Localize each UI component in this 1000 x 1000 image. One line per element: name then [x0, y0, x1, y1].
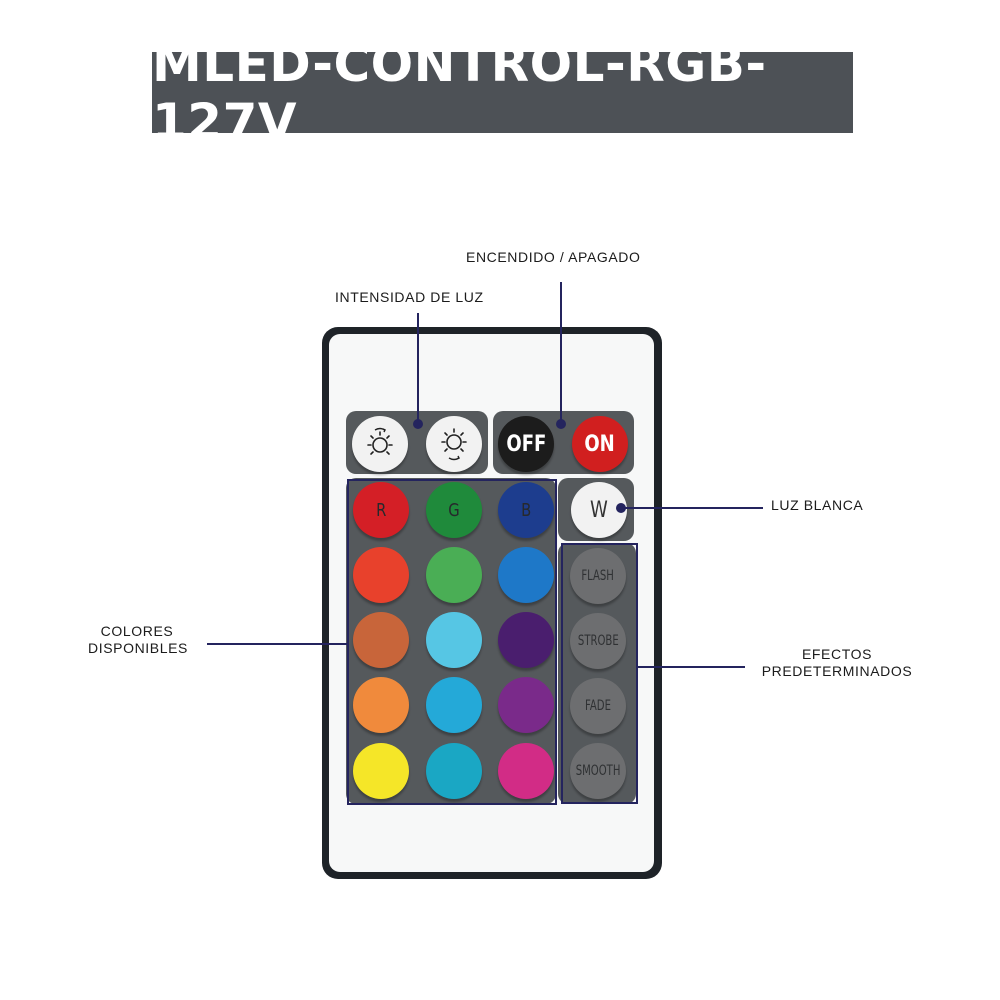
off-button[interactable]: OFF [498, 416, 554, 472]
color-button-r3-c1[interactable] [353, 612, 409, 668]
fade-label: FADE [585, 698, 611, 714]
color-button-r4-c1[interactable] [353, 677, 409, 733]
effects-group-outline [561, 543, 638, 804]
callout-effects-line2: PREDETERMINADOS [761, 663, 913, 679]
fade-button[interactable]: FADE [570, 678, 626, 734]
color-button-r5-c2[interactable] [426, 743, 482, 799]
color-button-r5-c3[interactable] [498, 743, 554, 799]
smooth-button[interactable]: SMOOTH [570, 743, 626, 799]
on-button[interactable]: ON [572, 416, 628, 472]
intensity-callout-dot [413, 419, 423, 429]
brightness-down-icon [367, 427, 393, 455]
color-button-r2-c1[interactable] [353, 547, 409, 603]
power-callout-dot [556, 419, 566, 429]
red-button[interactable]: R [353, 482, 409, 538]
color-button-r2-c2[interactable] [426, 547, 482, 603]
blue-label: B [520, 499, 532, 521]
callout-colors: COLORES DISPONIBLES [88, 623, 188, 657]
callout-effects-line1: EFECTOS [801, 646, 873, 662]
colors-group-outline [347, 479, 557, 805]
strobe-button[interactable]: STROBE [570, 613, 626, 669]
red-label: R [375, 499, 387, 521]
callout-intensity: INTENSIDAD DE LUZ [335, 289, 484, 305]
brightness-up-button[interactable] [426, 416, 482, 472]
color-button-r2-c3[interactable] [498, 547, 554, 603]
white-callout-dot [616, 503, 626, 513]
blue-button[interactable]: B [498, 482, 554, 538]
on-label: ON [584, 431, 616, 457]
brightness-down-button[interactable] [352, 416, 408, 472]
color-button-r5-c1[interactable] [353, 743, 409, 799]
callout-effects: EFECTOS PREDETERMINADOS [761, 646, 913, 680]
off-label: OFF [505, 431, 546, 457]
green-label: G [448, 499, 460, 521]
color-button-r4-c2[interactable] [426, 677, 482, 733]
green-button[interactable]: G [426, 482, 482, 538]
callout-white-light: LUZ BLANCA [771, 497, 864, 513]
strobe-label: STROBE [577, 633, 619, 649]
color-button-r4-c3[interactable] [498, 677, 554, 733]
callout-colors-line1: COLORES [100, 623, 174, 639]
brightness-up-icon [441, 428, 467, 461]
smooth-label: SMOOTH [575, 763, 621, 779]
color-button-r3-c3[interactable] [498, 612, 554, 668]
color-button-r3-c2[interactable] [426, 612, 482, 668]
white-label: W [590, 497, 608, 523]
callout-colors-line2: DISPONIBLES [88, 640, 188, 656]
flash-button[interactable]: FLASH [570, 548, 626, 604]
flash-label: FLASH [581, 568, 615, 584]
callout-power: ENCENDIDO / APAGADO [466, 249, 641, 265]
